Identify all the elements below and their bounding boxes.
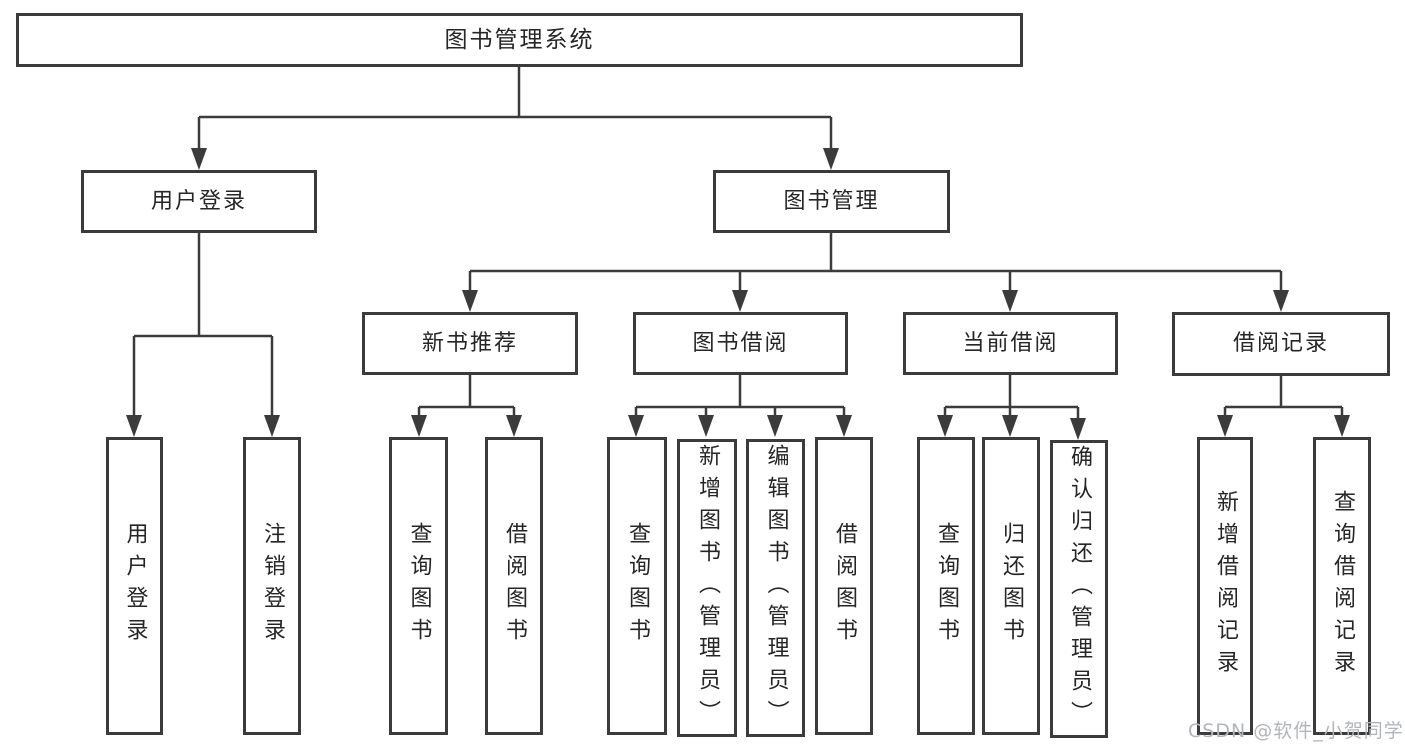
edge-new-book-to-leaves bbox=[417, 375, 516, 417]
node-root-label: 图书管理系统 bbox=[444, 26, 595, 53]
arrow-icon bbox=[937, 415, 953, 437]
leaf-edit-books-admin: 编辑图书（管理员） bbox=[746, 439, 805, 737]
leaf-query-borrow-record-label: 查询借阅记录 bbox=[1330, 490, 1355, 682]
watermark: CSDN @软件_小贺同学 bbox=[1188, 720, 1404, 742]
node-new-book-recommendation-label: 新书推荐 bbox=[421, 330, 518, 356]
leaf-query-books-borrowing-label: 查询图书 bbox=[625, 522, 650, 650]
arrow-icon bbox=[1002, 290, 1018, 312]
node-book-borrowing: 图书借阅 bbox=[633, 312, 848, 375]
node-book-management: 图书管理 bbox=[713, 170, 950, 233]
leaf-logout-login-label: 注销登录 bbox=[260, 522, 285, 650]
leaf-query-books-recommend: 查询图书 bbox=[389, 437, 448, 735]
arrow-icon bbox=[1217, 415, 1233, 437]
node-borrowing-records-label: 借阅记录 bbox=[1232, 331, 1329, 356]
leaf-confirm-return-admin: 确认归还（管理员） bbox=[1050, 440, 1108, 738]
leaf-return-books: 归还图书 bbox=[982, 437, 1040, 735]
leaf-query-books-recommend-label: 查询图书 bbox=[406, 522, 432, 650]
leaf-user-login: 用户登录 bbox=[106, 437, 163, 735]
leaf-return-books-label: 归还图书 bbox=[999, 522, 1024, 650]
arrow-icon bbox=[836, 415, 852, 437]
edge-user-login-to-leaves bbox=[132, 233, 274, 417]
leaf-borrow-books-borrowing: 借阅图书 bbox=[815, 437, 873, 735]
leaf-add-borrow-record-label: 新增借阅记录 bbox=[1213, 490, 1238, 682]
arrowheads bbox=[126, 148, 1350, 440]
leaf-add-books-admin: 新增图书（管理员） bbox=[677, 439, 737, 737]
edge-book-management-to-level3 bbox=[468, 233, 1283, 292]
arrow-icon bbox=[628, 415, 644, 437]
edge-current-borrowing-to-leaves bbox=[943, 375, 1080, 420]
leaf-query-books-current-label: 查询图书 bbox=[934, 522, 959, 650]
node-root: 图书管理系统 bbox=[16, 13, 1023, 67]
node-user-login-label: 用户登录 bbox=[150, 188, 247, 214]
arrow-icon bbox=[698, 415, 714, 437]
arrow-icon bbox=[823, 148, 839, 170]
node-borrowing-records: 借阅记录 bbox=[1172, 312, 1390, 376]
arrow-icon bbox=[411, 415, 427, 437]
leaf-add-borrow-record: 新增借阅记录 bbox=[1197, 437, 1253, 735]
edge-book-borrowing-to-leaves bbox=[634, 375, 846, 417]
leaf-confirm-return-admin-label: 确认归还（管理员） bbox=[1067, 445, 1092, 733]
edge-root-to-level2 bbox=[197, 67, 833, 150]
leaf-query-books-borrowing: 查询图书 bbox=[607, 437, 667, 735]
edge-borrowing-records-to-leaves bbox=[1223, 376, 1344, 417]
arrow-icon bbox=[191, 148, 207, 170]
arrow-icon bbox=[126, 415, 142, 437]
leaf-logout-login: 注销登录 bbox=[243, 437, 301, 735]
node-current-borrowing-label: 当前借阅 bbox=[962, 330, 1059, 356]
node-user-login: 用户登录 bbox=[81, 170, 317, 233]
arrow-icon bbox=[767, 415, 783, 437]
leaf-borrow-books-recommend: 借阅图书 bbox=[485, 437, 543, 735]
arrow-icon bbox=[1273, 290, 1289, 312]
leaf-add-books-admin-label: 新增图书（管理员） bbox=[695, 444, 720, 732]
node-current-borrowing: 当前借阅 bbox=[903, 312, 1118, 375]
leaf-query-borrow-record: 查询借阅记录 bbox=[1313, 437, 1371, 735]
leaf-edit-books-admin-label: 编辑图书（管理员） bbox=[763, 444, 789, 732]
leaf-user-login-label: 用户登录 bbox=[122, 522, 148, 650]
arrow-icon bbox=[1334, 415, 1350, 437]
leaf-query-books-current: 查询图书 bbox=[917, 437, 975, 735]
node-new-book-recommendation: 新书推荐 bbox=[362, 312, 578, 375]
arrow-icon bbox=[732, 290, 748, 312]
arrow-icon bbox=[506, 415, 522, 437]
arrow-icon bbox=[462, 290, 478, 312]
leaf-borrow-books-borrowing-label: 借阅图书 bbox=[832, 522, 857, 650]
arrow-icon bbox=[1070, 418, 1086, 440]
arrow-icon bbox=[1002, 415, 1018, 437]
leaf-borrow-books-recommend-label: 借阅图书 bbox=[502, 522, 527, 650]
node-book-borrowing-label: 图书借阅 bbox=[692, 330, 789, 356]
arrow-icon bbox=[264, 415, 280, 437]
node-book-management-label: 图书管理 bbox=[783, 188, 880, 214]
